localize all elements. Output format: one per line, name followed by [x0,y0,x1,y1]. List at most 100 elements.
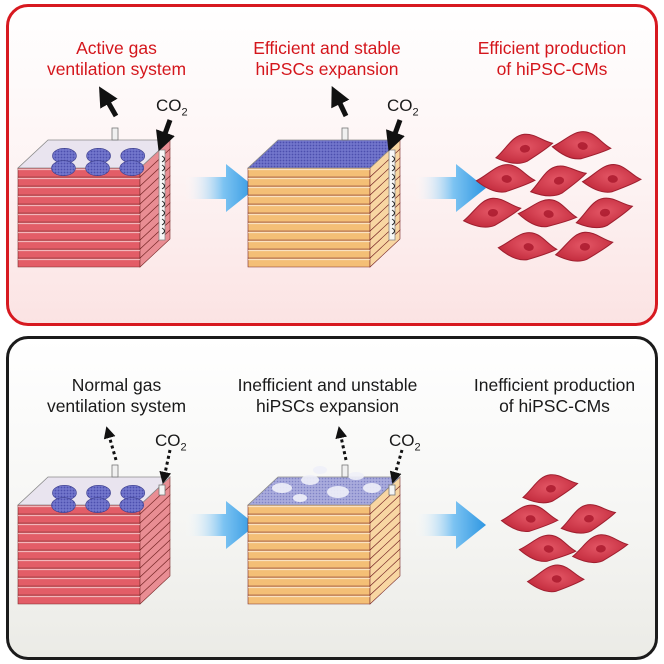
efficient-expansion-label: Efficient and stable hiPSCs expansion [253,38,401,79]
flow-arrow-top-2-shape [414,164,486,212]
exhaust-arrow-top-middle-shaft [331,85,350,118]
inefficient-production-label: Inefficient production of hiPSC-CMs [473,375,636,416]
co2-label-bottom-right: CO2 [389,431,421,454]
cardiomyocyte-top-4 [529,165,588,197]
co2-label-top-right: CO2 [387,96,419,119]
tray-stack-active-left [16,127,172,268]
gas-flow-mark [391,155,395,163]
cardiomyocyte-nucleus [599,208,611,217]
flow-arrow-bottom-1 [184,501,256,549]
tray-stack-active-middle [246,127,402,268]
gas-flow-mark [161,218,165,226]
co2-arrow-top-left-shaft [156,119,175,152]
gas-flow-mark [391,164,395,172]
co2-inlet-tube [158,484,166,496]
empty-colony-gap [272,483,292,493]
gas-flow-mark [391,191,395,199]
cardiomyocyte-nucleus [579,242,591,251]
cardiomyocyte-bottom-5 [571,534,629,564]
gas-flow-mark [161,200,165,208]
co2-label-top-left: CO2 [156,96,188,119]
tray-stack-normal-middle [246,464,402,605]
gas-flow-mark [161,173,165,181]
empty-colony-gap [293,494,307,502]
cardiomyocyte-nucleus [595,545,606,553]
cardiomyocyte-nucleus [551,575,562,583]
vent-tube [111,127,119,141]
inefficient-expansion-label: Inefficient and unstable hiPSCs expansio… [237,375,418,416]
cardiomyocyte-bottom-6 [526,564,585,593]
gas-flow-mark [391,227,395,235]
cell-well [119,160,145,176]
gas-flow-mark [391,173,395,181]
exhaust-arrow-top-left [99,86,119,118]
exhaust-arrow-bottom-middle [335,426,348,461]
flow-arrow-top-1-shape [184,164,256,212]
cardiomyocyte-nucleus [545,485,556,493]
cardiomyocyte-nucleus [543,545,554,553]
flow-arrow-bottom-2-shape [414,501,486,549]
cell-well [51,160,76,176]
cell-well [119,497,145,513]
cardiomyocyte-bottom-4 [518,534,577,562]
gas-flow-mark [391,209,395,217]
cardiomyocyte-top-10 [554,231,614,262]
co2-label-bottom-left: CO2 [155,431,187,454]
cardiomyocyte-nucleus [584,514,594,523]
flow-arrow-bottom-2 [414,501,486,549]
cardiomyocyte-top-9 [497,232,558,261]
exhaust-arrow-bottom-left-shaft [103,426,118,461]
cardiomyocyte-nucleus [519,144,531,153]
vent-tube [111,464,119,478]
gas-flow-mark [161,191,165,199]
cardiomyocyte-top-3 [475,164,536,193]
exhaust-arrow-top-middle [331,85,350,118]
cardiomyocyte-top-2 [551,131,612,160]
exhaust-arrow-bottom-middle-shaft [335,426,348,461]
flow-arrow-top-2 [414,164,486,212]
cardiomyocyte-top-8 [575,197,634,229]
vent-tube [341,127,349,141]
cardiomyocyte-bottom-3 [560,504,617,534]
co2-arrow-bottom-middle [389,449,404,484]
cardiomyocyte-top-7 [517,199,578,228]
tray-stack-normal-left [16,464,172,605]
co2-arrow-bottom-middle-shaft [389,449,404,484]
cardiomyocyte-nucleus [577,142,588,150]
gas-flow-mark [161,182,165,190]
cell-well [51,497,76,513]
empty-colony-gap [327,486,349,498]
cardiomyocyte-bottom-2 [500,504,559,533]
cell-well [85,497,110,513]
cardiomyocyte-nucleus [523,243,534,251]
co2-inlet-tube [388,484,396,496]
flow-arrow-top-1 [184,164,256,212]
gas-flow-mark [161,164,165,172]
exhaust-arrow-bottom-left [103,426,118,461]
gas-flow-mark [391,200,395,208]
co2-arrow-top-middle [386,119,405,152]
cardiomyocyte-nucleus [487,208,499,217]
empty-colony-gap [348,472,364,480]
empty-colony-gap [313,466,327,474]
cell-well [85,160,110,176]
gas-flow-mark [161,227,165,235]
normal-gas-ventilation-label: Normal gas ventilation system [46,375,187,416]
gas-flow-mark [161,209,165,217]
co2-arrow-bottom-left-shaft [159,449,172,484]
cardiomyocyte-nucleus [607,175,618,183]
cardiomyocyte-nucleus [501,175,512,183]
co2-arrow-top-middle-shaft [386,119,405,152]
empty-colony-gap [301,475,319,485]
co2-arrow-bottom-left [159,449,172,484]
efficient-production-label: Efficient production of hiPSC-CMs [477,38,627,79]
cardiomyocyte-top-6 [462,197,522,228]
cardiomyocyte-nucleus [543,210,554,218]
cardiomyocyte-top-1 [495,133,554,164]
gas-flow-mark [391,182,395,190]
active-gas-ventilation-label: Active gas ventilation system [46,38,187,79]
cardiomyocyte-nucleus [525,515,536,523]
vent-tube [341,464,349,478]
cardiomyocyte-top-5 [581,164,643,193]
